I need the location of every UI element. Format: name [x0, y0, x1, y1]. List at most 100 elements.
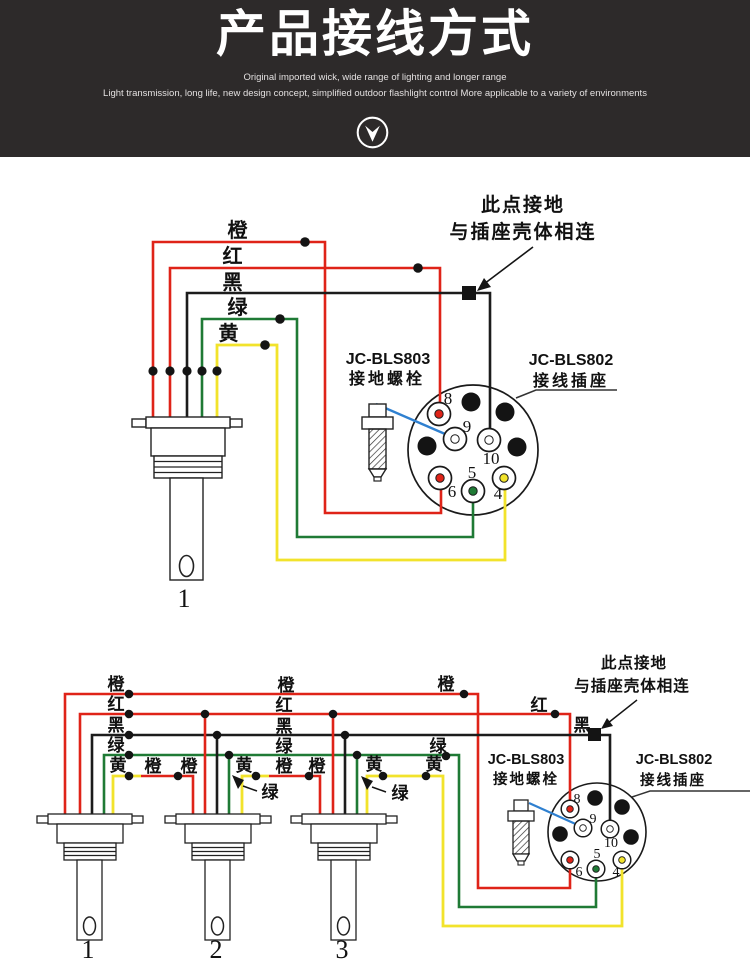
- pin-label-9: 9: [590, 812, 597, 827]
- junction-dot: [441, 751, 451, 761]
- sender-unit-3: [290, 813, 398, 941]
- bus-label: 橙: [108, 674, 126, 694]
- pin-label-10: 10: [604, 836, 618, 851]
- bus-label: 橙: [278, 675, 296, 695]
- chain2-orange: [269, 774, 322, 814]
- junction-dot: [352, 750, 362, 760]
- pin-label-6: 6: [576, 865, 583, 880]
- chevron-down-icon: [356, 116, 389, 149]
- ground-note-line2: 与插座壳体相连: [574, 676, 690, 695]
- pin-label-6: 6: [448, 482, 457, 501]
- pin-10: [476, 427, 502, 453]
- junction-dot: [124, 709, 134, 719]
- sender-unit-1: 1: [131, 416, 243, 613]
- blank-position: [614, 799, 630, 815]
- ground-point-square: [462, 286, 476, 300]
- chain-label: 黄: [366, 754, 383, 774]
- bus-orange: [63, 692, 572, 890]
- chain-label: 橙: [145, 756, 163, 776]
- wire-yellow: [215, 343, 507, 562]
- pin-label-8: 8: [574, 792, 581, 807]
- header-banner: 产品接线方式 Original imported wick, wide rang…: [0, 0, 750, 157]
- pin-5: [586, 859, 606, 879]
- pin-label-8: 8: [444, 389, 453, 408]
- junction-dot: [173, 771, 183, 781]
- junction-dot: [124, 771, 134, 781]
- junction-dot: [212, 366, 222, 376]
- blank-position: [495, 402, 515, 422]
- pin-4: [491, 465, 517, 491]
- blank-position: [552, 826, 568, 842]
- wire-label-black: 黑: [223, 271, 244, 294]
- pin-8: [426, 401, 452, 427]
- diagram-single-sender: 此点接地 与插座壳体相连 橙 红 黑 绿 黄 JC-BLS803 接地螺栓 JC…: [131, 193, 617, 613]
- pin-9: [442, 426, 468, 452]
- header-subtitle-1: Original imported wick, wide range of li…: [243, 72, 507, 83]
- bus-label: 绿: [430, 736, 448, 756]
- callout-label-green: 绿: [392, 783, 410, 803]
- bus-label: 绿: [108, 735, 126, 755]
- sender-number: 2: [210, 935, 223, 960]
- pin-label-5: 5: [468, 463, 477, 482]
- pin-6: [427, 465, 453, 491]
- pin-4: [612, 850, 632, 870]
- wire-green: [200, 317, 475, 539]
- wire-label-orange: 橙: [228, 218, 249, 242]
- callout-line: [371, 786, 387, 793]
- bus-label: 黑: [276, 717, 293, 736]
- junction-dot: [378, 771, 388, 781]
- junction-dots: [124, 689, 560, 781]
- blank-position: [587, 790, 603, 806]
- ground-note-line1: 此点接地: [481, 193, 565, 216]
- ground-note-line1: 此点接地: [601, 653, 667, 672]
- callout-arrowhead: [361, 776, 373, 790]
- pin-6: [560, 850, 580, 870]
- socket-pins: 8 9 10 6 5 4: [426, 389, 517, 504]
- bolt-label-model: JC-BLS803: [346, 351, 431, 368]
- sender-number: 3: [336, 935, 349, 960]
- pin-label-9: 9: [463, 417, 472, 436]
- chain-label: 橙: [309, 756, 327, 776]
- blank-position: [623, 829, 639, 845]
- blank-position: [417, 436, 437, 456]
- sender-number: 1: [178, 584, 191, 613]
- junction-dot: [251, 771, 261, 781]
- chain1-orange: [141, 774, 195, 814]
- bolt-label-name: 接地螺栓: [493, 770, 559, 788]
- junction-dot: [124, 750, 134, 760]
- page-title: 产品接线方式: [216, 6, 534, 62]
- blank-position: [507, 437, 527, 457]
- junction-dot: [200, 709, 210, 719]
- bus-label: 红: [108, 694, 125, 714]
- socket-pins: 8 9 10 6 5 4: [560, 792, 632, 880]
- note-arrowhead: [477, 278, 491, 291]
- pin-10: [600, 819, 620, 839]
- bus-label: 黑: [108, 716, 125, 735]
- junction-dots: [148, 237, 423, 376]
- grounding-bolt: [507, 799, 535, 866]
- socket-label-name: 接线插座: [640, 771, 706, 789]
- callout-label-green: 绿: [262, 782, 280, 802]
- junction-dot: [124, 689, 134, 699]
- wire-label-red: 红: [223, 244, 244, 268]
- note-arrow-line: [607, 699, 638, 724]
- socket-label-leader: [515, 389, 617, 399]
- sender-number: 1: [82, 935, 95, 960]
- junction-dot: [224, 750, 234, 760]
- bus-black: [90, 733, 612, 829]
- socket-label-model: JC-BLS802: [636, 752, 713, 768]
- junction-dot: [413, 263, 423, 273]
- junction-dot: [212, 730, 222, 740]
- bus-label: 绿: [276, 736, 294, 756]
- bolt-label-model: JC-BLS803: [488, 752, 565, 768]
- socket-label-leader: [631, 790, 750, 798]
- callout-arrowhead: [232, 775, 244, 789]
- wire-orange: [151, 240, 443, 515]
- junction-dot: [550, 709, 560, 719]
- junction-dot: [124, 730, 134, 740]
- pin-label-4: 4: [494, 484, 503, 503]
- diagram-triple-sender: 此点接地 与插座壳体相连 橙 红 黑 绿 黄 橙 红 黑 绿 橙 红 黑 绿 橙…: [36, 653, 750, 960]
- blank-position: [461, 392, 481, 412]
